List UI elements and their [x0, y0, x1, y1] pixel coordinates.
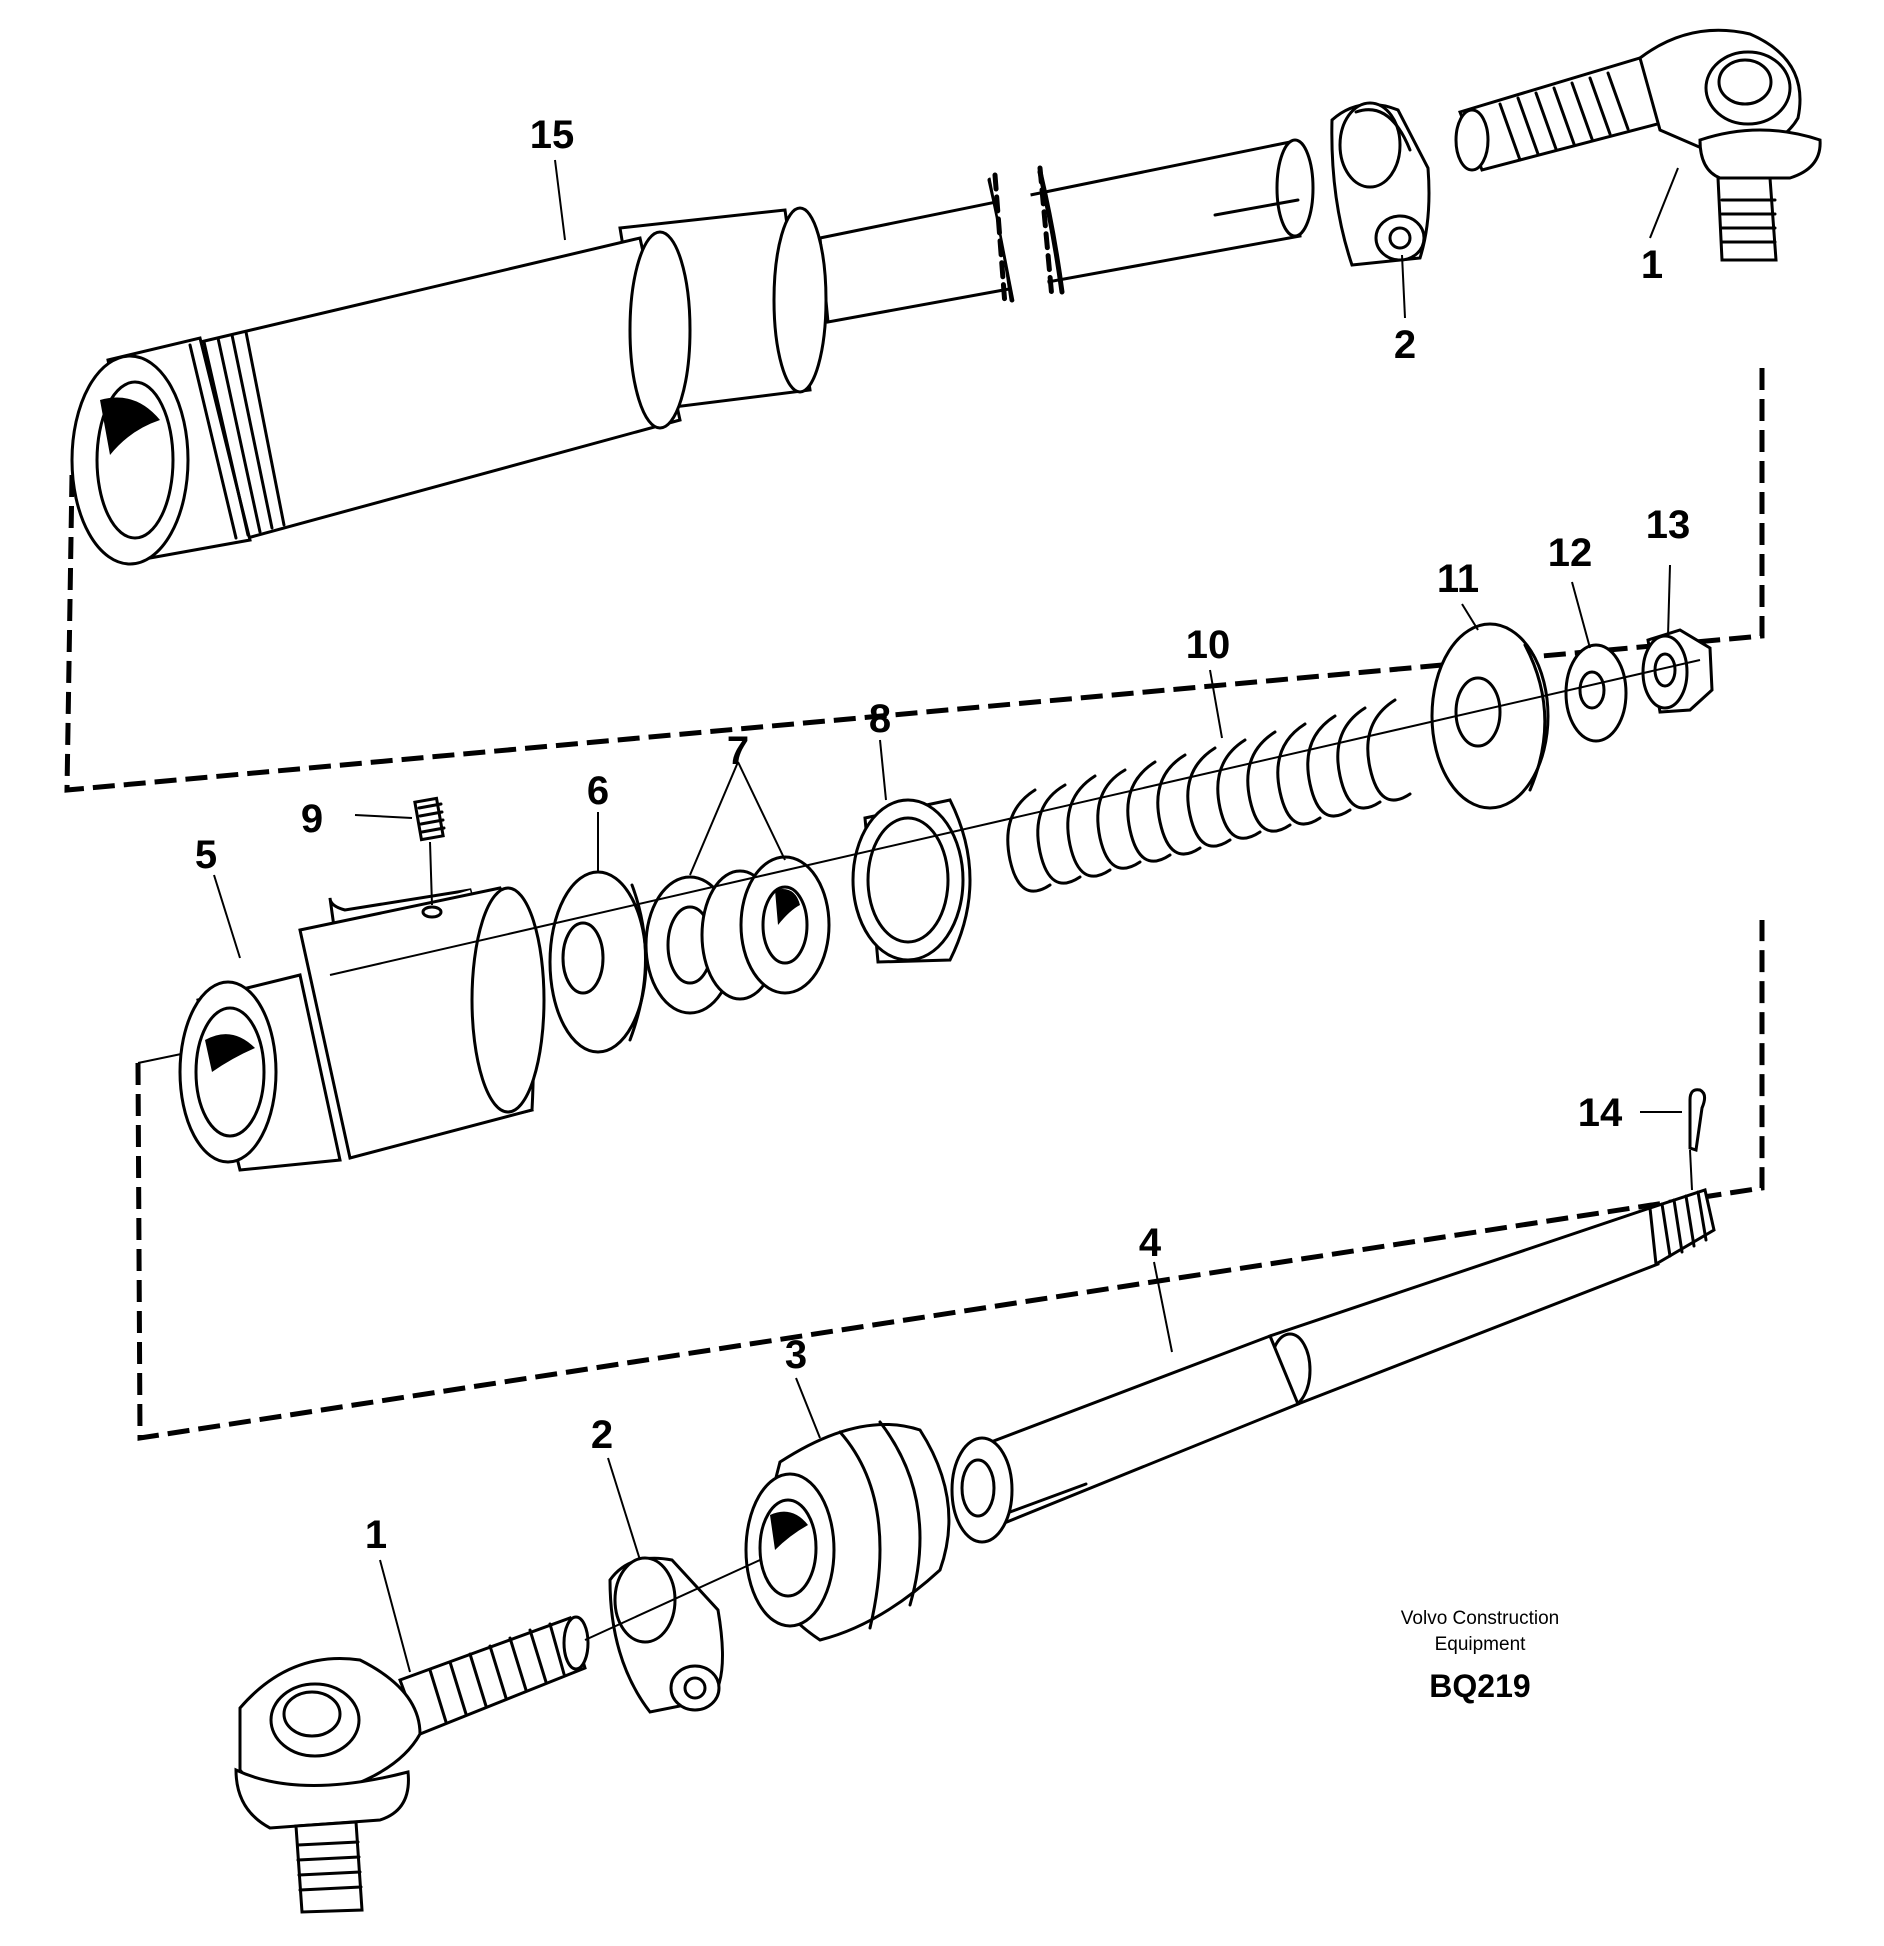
- callout-15: 15: [530, 113, 575, 157]
- piston-rod-part: [950, 1188, 1716, 1544]
- callout-9: 9: [301, 797, 323, 841]
- bottom-clamp-part: [608, 1556, 724, 1714]
- cylinder-tube-part: [70, 138, 1315, 566]
- bottom-ball-joint-part: [234, 1559, 761, 1914]
- washer-part: [548, 870, 648, 1054]
- cylinder-head-part: [178, 886, 546, 1172]
- top-clamp-part: [1330, 101, 1431, 267]
- callout-4: 4: [1139, 1221, 1162, 1265]
- callout-11: 11: [1437, 557, 1479, 601]
- seal-pair-part: [644, 855, 831, 1015]
- split-pin-part: [1688, 1088, 1707, 1191]
- callout-13: 13: [1646, 503, 1691, 547]
- callout-12: 12: [1548, 531, 1593, 575]
- callout-labels: 1 2 15 13 12 11 10 8 7 6 9 5 14 4 3 2 1: [195, 113, 1690, 1557]
- rubber-boot-part: [744, 1420, 951, 1642]
- callout-6: 6: [587, 769, 609, 813]
- callout-8: 8: [869, 697, 891, 741]
- spring-seat-part: [851, 798, 972, 964]
- callout-leaders: [213, 159, 1682, 1673]
- nut-part: [1641, 628, 1714, 714]
- callout-2-bottom: 2: [591, 1413, 613, 1457]
- callout-14: 14: [1578, 1091, 1623, 1135]
- callout-5: 5: [195, 833, 217, 877]
- large-washer-part: [1430, 622, 1550, 810]
- spring-part: [1006, 698, 1412, 893]
- credit-line-1: Volvo Construction: [1400, 1608, 1560, 1629]
- callout-7: 7: [727, 729, 749, 773]
- credit-line-2: Equipment: [1434, 1634, 1526, 1655]
- figure-code: BQ219: [1429, 1668, 1531, 1704]
- callout-1-bottom: 1: [365, 1513, 387, 1557]
- top-ball-joint-part: [1454, 28, 1822, 262]
- callout-3: 3: [785, 1333, 807, 1377]
- callout-2-top: 2: [1394, 323, 1416, 367]
- manufacturer-credit: Volvo Construction Equipment: [1350, 1606, 1610, 1658]
- callout-1-top: 1: [1641, 243, 1663, 287]
- grub-screw-part: [413, 796, 446, 906]
- callout-10: 10: [1186, 623, 1231, 667]
- small-washer-part: [1564, 643, 1628, 743]
